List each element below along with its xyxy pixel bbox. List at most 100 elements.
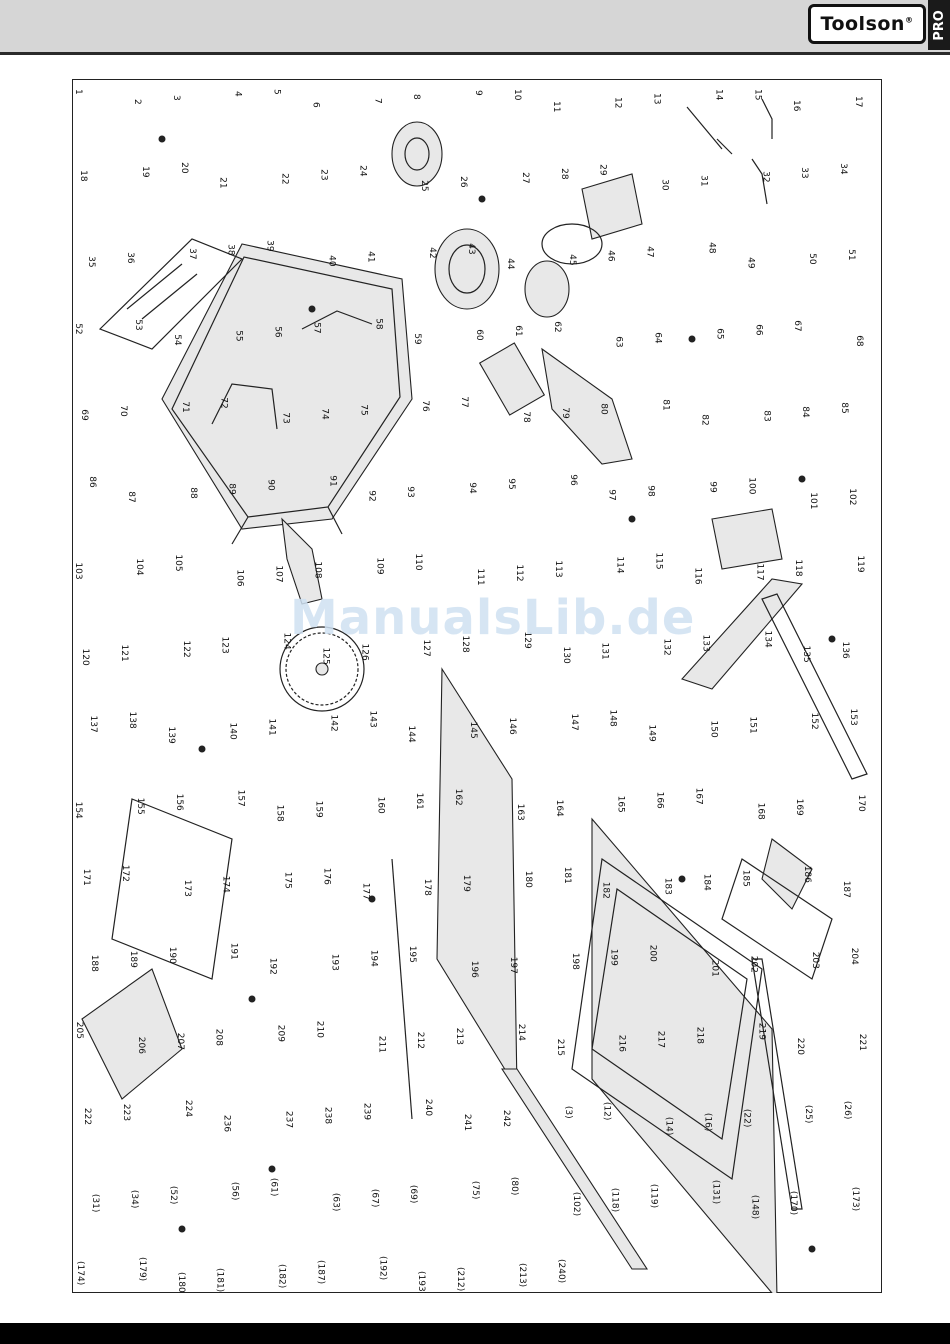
part-number-label: (119) bbox=[649, 1184, 659, 1208]
part-number-label: 73 bbox=[281, 412, 291, 423]
saw-blade bbox=[279, 626, 365, 712]
part-number-label: 119 bbox=[855, 555, 865, 572]
part-number-label: 125 bbox=[320, 648, 330, 665]
part-number-label: 47 bbox=[645, 246, 655, 257]
part-number-label: 93 bbox=[405, 486, 415, 497]
part-number-label: 218 bbox=[694, 1027, 704, 1044]
part-number-label: 4 bbox=[233, 91, 243, 97]
part-number-label: 167 bbox=[693, 788, 703, 805]
part-number-label: 137 bbox=[88, 716, 98, 733]
part-number-label: 126 bbox=[359, 644, 369, 661]
part-number-label: (240) bbox=[556, 1259, 566, 1283]
part-number-label: 144 bbox=[406, 726, 416, 743]
part-number-label: 149 bbox=[647, 725, 657, 742]
part-number-label: 32 bbox=[760, 171, 770, 182]
part-number-label: 160 bbox=[375, 797, 385, 814]
part-number-label: 27 bbox=[520, 172, 530, 183]
part-number-label: 201 bbox=[709, 960, 719, 977]
part-number-label: 50 bbox=[807, 253, 817, 265]
part-number-label: 39 bbox=[265, 240, 275, 252]
part-number-label: 154 bbox=[73, 802, 83, 819]
part-number-label: 151 bbox=[747, 717, 757, 734]
part-number-label: 29 bbox=[598, 164, 608, 176]
part-number-label: 169 bbox=[794, 799, 804, 816]
part-number-label: 132 bbox=[662, 639, 672, 656]
part-number-label: (52) bbox=[168, 1186, 178, 1204]
part-number-label: 103 bbox=[73, 562, 83, 579]
part-number-label: (180) bbox=[176, 1272, 186, 1293]
part-number-label: 57 bbox=[311, 322, 321, 333]
part-number-label: (67) bbox=[369, 1189, 379, 1207]
part-number-label: 147 bbox=[569, 714, 579, 731]
part-number-label: 191 bbox=[229, 943, 239, 960]
part-number-label: 192 bbox=[268, 958, 278, 975]
part-number-label: 123 bbox=[220, 637, 230, 654]
part-number-label: 63 bbox=[614, 336, 624, 347]
part-number-label: 155 bbox=[135, 798, 145, 815]
part-number-label: 87 bbox=[126, 491, 136, 502]
part-number-label: 222 bbox=[82, 1108, 92, 1125]
part-number-label: (34) bbox=[129, 1190, 139, 1208]
part-number-label: 71 bbox=[180, 401, 190, 412]
part-number-label: 95 bbox=[506, 478, 516, 489]
part-number-label: 164 bbox=[554, 800, 564, 817]
part-number-label: 121 bbox=[119, 645, 129, 662]
part-number-label: 203 bbox=[810, 952, 820, 969]
part-number-label: 10 bbox=[512, 89, 522, 101]
part-number-label: 15 bbox=[752, 89, 762, 100]
part-number-label: 179 bbox=[461, 875, 471, 892]
part-number-label: 9 bbox=[473, 90, 483, 96]
part-number-label: 117 bbox=[754, 563, 764, 580]
part-number-label: 78 bbox=[521, 411, 531, 423]
part-number-label: 220 bbox=[795, 1038, 805, 1055]
part-number-label: 216 bbox=[617, 1035, 627, 1052]
part-number-label: 5 bbox=[272, 89, 282, 95]
part-number-label: 61 bbox=[513, 325, 523, 336]
part-number-label: 176 bbox=[321, 868, 331, 885]
part-number-label: 148 bbox=[608, 710, 618, 727]
part-number-label: 141 bbox=[267, 719, 277, 736]
part-number-label: 58 bbox=[373, 318, 383, 330]
part-number-label: 183 bbox=[663, 878, 673, 895]
part-number-label: 17 bbox=[853, 96, 863, 107]
part-number-label: (102) bbox=[571, 1192, 581, 1216]
part-number-label: (182) bbox=[277, 1264, 287, 1288]
part-number-label: 49 bbox=[745, 257, 755, 269]
part-number-label: 88 bbox=[188, 487, 198, 499]
part-number-label: 188 bbox=[89, 955, 99, 972]
part-number-label: 115 bbox=[654, 552, 664, 569]
part-number-label: 212 bbox=[415, 1032, 425, 1049]
part-number-label: 79 bbox=[560, 407, 570, 419]
part-number-label: 28 bbox=[559, 168, 569, 180]
part-number-label: 172 bbox=[120, 865, 130, 882]
part-number-label: 170 bbox=[856, 795, 866, 812]
part-number-label: 143 bbox=[367, 711, 377, 728]
part-number-label: 20 bbox=[179, 162, 189, 174]
part-number-label: 44 bbox=[505, 258, 515, 270]
part-number-label: 62 bbox=[552, 321, 562, 332]
part-number-label: 22 bbox=[280, 173, 290, 184]
part-number-label: 195 bbox=[407, 946, 417, 963]
hex-keys bbox=[686, 98, 773, 205]
part-number-label: 157 bbox=[236, 790, 246, 807]
part-number-label: 67 bbox=[792, 320, 802, 331]
part-number-label: 105 bbox=[173, 554, 183, 571]
part-number-label: 161 bbox=[414, 793, 424, 810]
part-number-label: 238 bbox=[322, 1107, 332, 1124]
part-number-label: 23 bbox=[318, 169, 328, 180]
pro-label: PRO bbox=[931, 9, 947, 41]
part-number-label: 128 bbox=[460, 636, 470, 653]
part-number-label: 187 bbox=[841, 881, 851, 898]
part-number-label: (16) bbox=[702, 1113, 712, 1131]
part-number-label: 177 bbox=[360, 883, 370, 900]
part-number-label: 107 bbox=[274, 565, 284, 582]
part-number-label: (131) bbox=[710, 1180, 720, 1204]
part-number-label: 84 bbox=[800, 406, 810, 418]
diagram-frame bbox=[72, 79, 882, 1293]
part-number-label: 118 bbox=[793, 559, 803, 576]
part-number-label: 81 bbox=[661, 399, 671, 410]
part-number-label: 198 bbox=[570, 953, 580, 970]
part-number-label: 174 bbox=[221, 876, 231, 893]
